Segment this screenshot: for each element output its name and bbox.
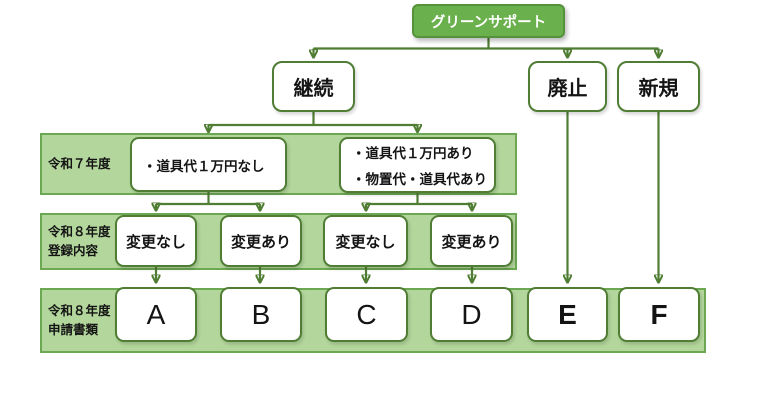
band-label-reiwa7: 令和７年度 (48, 156, 111, 171)
node-abolish: 廃止 (528, 61, 607, 112)
node-r7-tool-fee-yes: ・道具代１万円あり ・物置代・道具代あり (339, 137, 496, 193)
node-line: ・道具代１万円なし (143, 158, 265, 174)
doc-b: B (220, 287, 302, 342)
node-change-yes-2: 変更あり (430, 215, 513, 267)
node-green-support: グリーンサポート (412, 4, 565, 38)
node-r7-tool-fee-none: ・道具代１万円なし (130, 137, 287, 192)
node-line: ・物置代・道具代あり (352, 172, 487, 187)
node-new: 新規 (617, 61, 700, 112)
node-continue: 継続 (272, 61, 355, 112)
node-change-none-1: 変更なし (115, 215, 197, 267)
doc-d: D (430, 287, 513, 342)
band-label-reiwa8-shinsei: 令和８年度 申請書類 (48, 304, 111, 337)
band-label-reiwa8-touroku: 令和８年度 登録内容 (48, 225, 111, 258)
doc-e: E (527, 287, 608, 342)
node-change-yes-1: 変更あり (220, 215, 302, 267)
doc-a: A (115, 287, 197, 342)
doc-c: C (325, 287, 408, 342)
node-change-none-2: 変更なし (323, 215, 408, 267)
doc-f: F (618, 287, 700, 342)
node-line: ・道具代１万円あり (352, 146, 474, 161)
